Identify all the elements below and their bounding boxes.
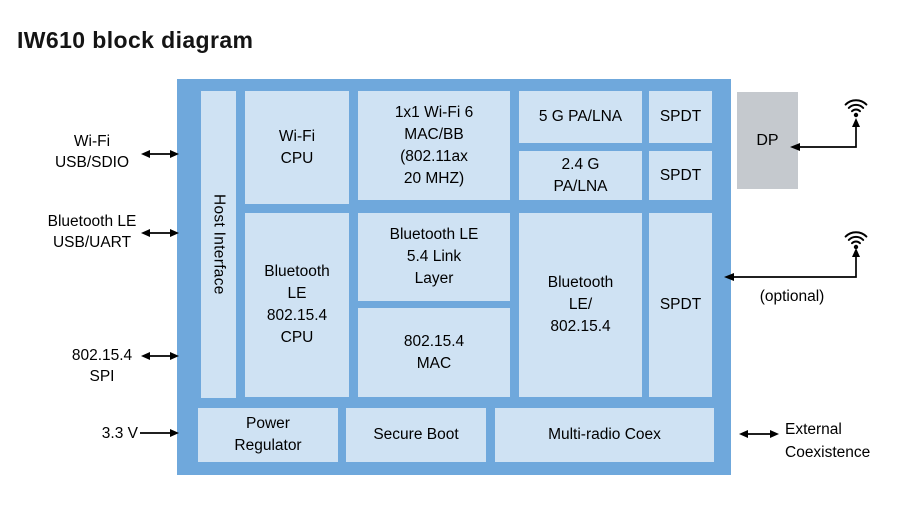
label-3v3: 3.3 V xyxy=(101,425,138,442)
block-bt-radio-label: Bluetooth LE/ 802.15.4 xyxy=(547,274,614,335)
block-wifi-cpu: Wi-Fi CPU xyxy=(245,91,349,204)
block-spdt-5g: SPDT xyxy=(649,91,712,143)
block-bt-radio: Bluetooth LE/ 802.15.4 xyxy=(519,213,642,397)
optional-antenna-arrow xyxy=(724,248,860,281)
page-title: IW610 block diagram xyxy=(17,27,254,53)
block-wifi6-mac-bb: 1x1 Wi-Fi 6 MAC/BB (802.11ax 20 MHZ) xyxy=(358,91,510,200)
block-spdt-24g: SPDT xyxy=(649,151,712,200)
block-spdt-24g-label: SPDT xyxy=(659,166,702,184)
block-secure-boot-label: Secure Boot xyxy=(373,426,459,443)
block-bluetooth-cpu: Bluetooth LE 802.15.4 CPU xyxy=(245,213,349,397)
power-3v3-arrow xyxy=(140,429,179,437)
block-spdt-bt: SPDT xyxy=(649,213,712,397)
dp-block-label: DP xyxy=(756,131,779,149)
block-power-regulator: Power Regulator xyxy=(198,408,338,462)
label-bluetooth-usb-uart: Bluetooth LE USB/UART xyxy=(47,213,137,251)
dp-antenna-arrow xyxy=(790,118,860,151)
dp-block: DP xyxy=(737,92,798,189)
block-5g-pa-lna-label: 5 G PA/LNA xyxy=(538,108,623,125)
block-bt-link-layer: Bluetooth LE 5.4 Link Layer xyxy=(358,213,510,301)
block-power-regulator-label: Power Regulator xyxy=(234,415,302,454)
external-coexistence-arrow xyxy=(739,430,779,438)
block-multi-radio-coex-label: Multi-radio Coex xyxy=(548,426,661,443)
block-24g-pa-lna-label: 2.4 G PA/LNA xyxy=(553,155,608,195)
block-802154-mac-label: 802.15.4 MAC xyxy=(403,332,465,372)
block-24g-pa-lna: 2.4 G PA/LNA xyxy=(519,151,642,200)
bluetooth-usb-uart-arrow xyxy=(141,229,179,237)
block-multi-radio-coex: Multi-radio Coex xyxy=(495,408,714,462)
label-802154-spi: 802.15.4 SPI xyxy=(71,347,133,385)
block-secure-boot: Secure Boot xyxy=(346,408,486,462)
label-external-coexistence: External Coexistence xyxy=(785,421,871,461)
block-5g-pa-lna: 5 G PA/LNA xyxy=(519,91,642,143)
block-bluetooth-cpu-label: Bluetooth LE 802.15.4 CPU xyxy=(264,263,330,346)
block-host-interface: Host Interface xyxy=(201,91,236,398)
block-spdt-5g-label: SPDT xyxy=(659,108,702,125)
block-802154-mac: 802.15.4 MAC xyxy=(358,308,510,397)
block-wifi6-mac-bb-label: 1x1 Wi-Fi 6 MAC/BB (802.11ax 20 MHZ) xyxy=(394,103,474,187)
wifi-antenna-right-icon xyxy=(844,231,868,250)
wifi-usb-sdio-arrow xyxy=(141,150,179,158)
wifi-antenna-top-icon xyxy=(844,99,868,118)
label-optional: (optional) xyxy=(759,288,825,305)
block-bt-link-layer-label: Bluetooth LE 5.4 Link Layer xyxy=(389,226,479,287)
block-host-interface-label: Host Interface xyxy=(210,194,228,295)
block-wifi-cpu-label: Wi-Fi CPU xyxy=(278,127,316,167)
label-wifi-usb-sdio: Wi-Fi USB/SDIO xyxy=(54,133,130,171)
802154-spi-arrow xyxy=(141,352,179,360)
block-spdt-bt-label: SPDT xyxy=(659,296,702,313)
chip-container: Host Interface Wi-Fi CPU Bluetooth LE 80… xyxy=(177,79,731,475)
